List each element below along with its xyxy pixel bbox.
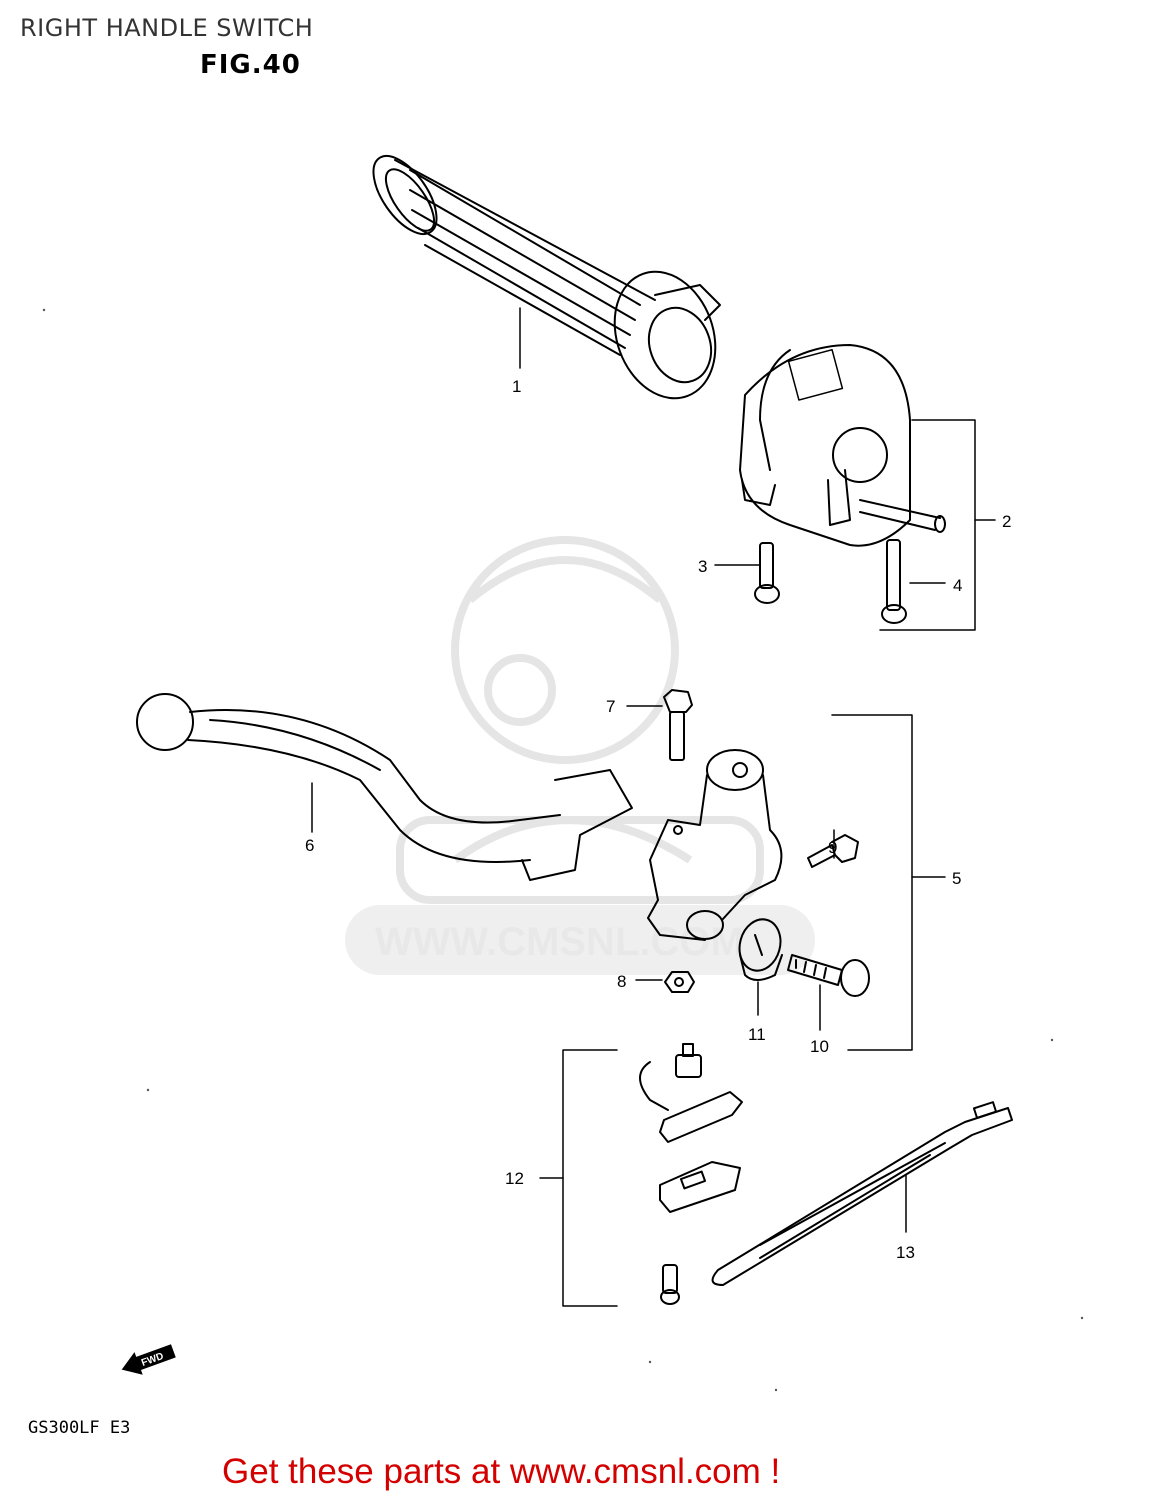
watermark-url: WWW.CMSNL.COM [375, 920, 744, 964]
part-10-pivot-bolt [787, 954, 870, 997]
callout-8: 8 [617, 972, 626, 991]
leader-lines [311, 307, 996, 1307]
callout-7: 7 [606, 697, 615, 716]
callout-3: 3 [698, 557, 707, 576]
callout-2: 2 [1002, 512, 1011, 531]
callout-1: 1 [512, 377, 521, 396]
callout-11: 11 [748, 1025, 766, 1044]
watermark-mascot-logo [396, 536, 764, 904]
part-9-bolt [807, 834, 859, 868]
callout-13: 13 [896, 1243, 915, 1262]
part-4-screw [881, 539, 907, 624]
callout-4: 4 [953, 576, 962, 595]
callout-9: 9 [828, 838, 837, 857]
fwd-arrow-icon: FWD [121, 1344, 176, 1375]
part-5-lever-holder [647, 749, 783, 941]
callout-12: 12 [505, 1169, 524, 1188]
callout-5: 5 [952, 869, 961, 888]
part-12-switch-assembly [639, 1043, 743, 1305]
parts-drawing [136, 155, 1013, 1307]
part-3-screw [754, 542, 780, 604]
part-2-switch-housing [739, 344, 946, 547]
part-13-cable-tie [711, 1101, 1013, 1286]
part-7-bolt [663, 689, 693, 761]
part-1-throttle-grip [372, 155, 721, 400]
page-title: RIGHT HANDLE SWITCH [20, 14, 314, 42]
part-8-nut [664, 971, 695, 993]
callout-labels: 1 2 3 4 5 6 7 8 9 10 11 12 13 [305, 377, 1011, 1262]
part-11-adjuster [738, 918, 783, 981]
figure-number: FIG.40 [200, 50, 301, 80]
callout-6: 6 [305, 836, 314, 855]
fwd-label: FWD [140, 1351, 165, 1369]
scan-specks [42, 308, 1084, 1392]
callout-10: 10 [810, 1037, 829, 1056]
part-6-brake-lever [136, 693, 633, 881]
model-code: GS300LF E3 [28, 1418, 131, 1438]
watermark: WWW.CMSNL.COM [345, 536, 815, 975]
footer-link-text[interactable]: Get these parts at www.cmsnl.com ! [222, 1452, 781, 1491]
